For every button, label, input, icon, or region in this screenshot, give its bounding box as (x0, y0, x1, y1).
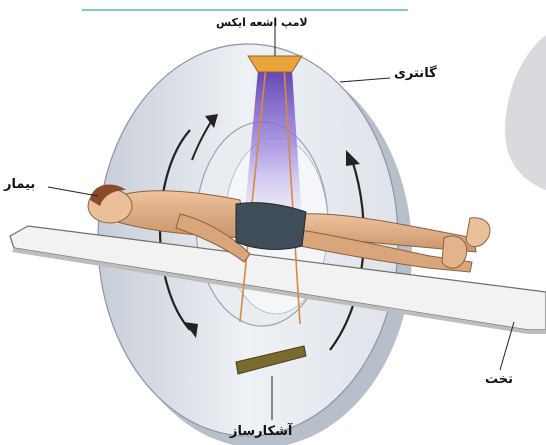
patient-pointer (48, 187, 98, 196)
gantry-pointer (340, 78, 390, 82)
label-gantry: گانتری (394, 66, 437, 81)
label-table: تخت (485, 372, 513, 387)
xray-tube (248, 56, 302, 72)
label-xray-tube: لامپ اشعه ایکس (216, 16, 308, 29)
machine-edge (505, 35, 546, 190)
label-patient: بیمار (4, 177, 35, 192)
label-detector: آشکارساز (230, 424, 292, 439)
